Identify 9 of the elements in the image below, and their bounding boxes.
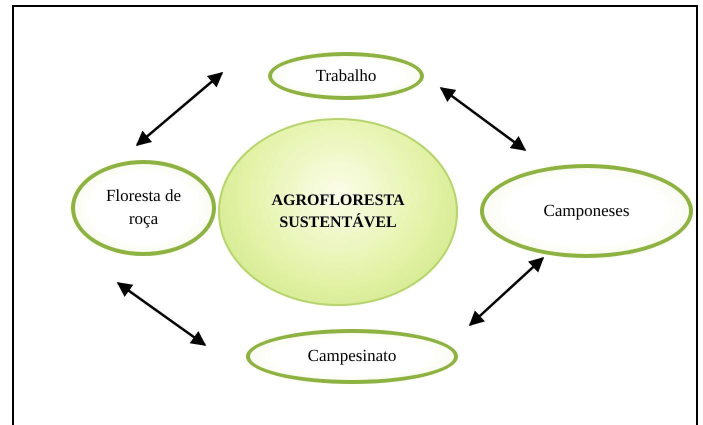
double-arrow [468, 256, 544, 326]
double-arrow [116, 282, 206, 346]
node-label: Trabalho [314, 64, 378, 87]
node-label: Camponeses [542, 200, 630, 222]
double-arrow [440, 87, 526, 151]
node-label: Floresta de roça [104, 185, 182, 230]
double-arrow [136, 72, 224, 146]
node-label: Campesinato [306, 345, 398, 368]
node-label: AGROFLORESTA SUSTENTÁVEL [270, 191, 406, 233]
